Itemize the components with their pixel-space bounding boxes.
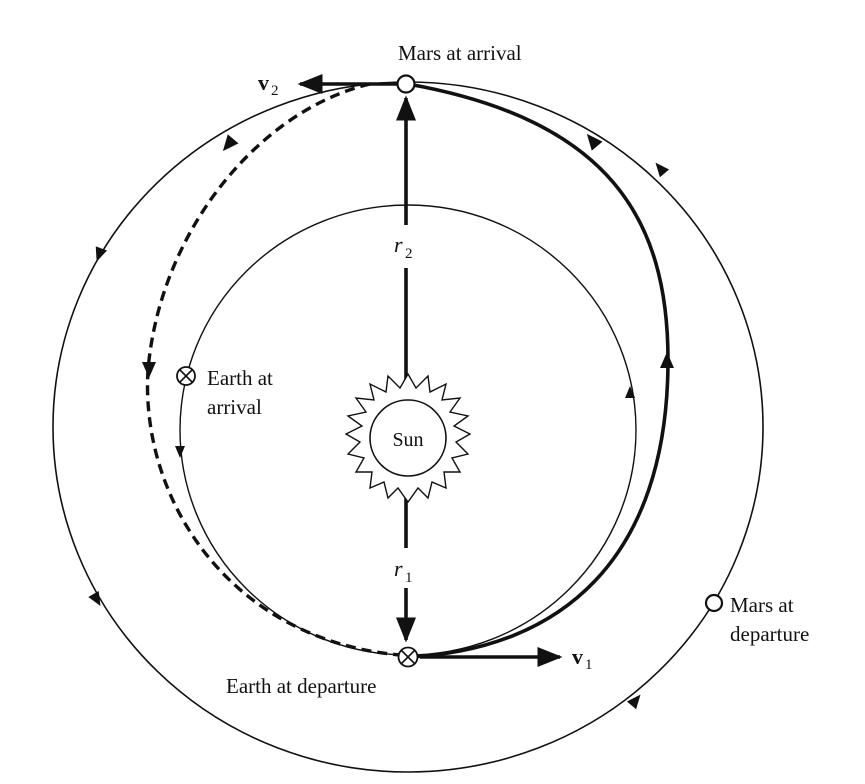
svg-text:1: 1 — [585, 657, 593, 673]
mars-at-arrival-label: Mars at arrival — [398, 41, 522, 65]
mars-at-departure-label-line1: Mars at — [730, 593, 794, 617]
mars-at-departure-label-line2: departure — [730, 622, 809, 646]
earth-orbit-direction-arrows — [175, 386, 635, 458]
svg-text:v: v — [258, 70, 269, 95]
earth-at-departure-marker — [397, 646, 419, 668]
mars-at-departure-marker — [704, 593, 724, 613]
svg-text:r: r — [394, 556, 403, 581]
v1-label: v 1 — [572, 644, 593, 673]
v2-label: v 2 — [258, 70, 279, 99]
svg-text:1: 1 — [405, 570, 413, 586]
earth-at-arrival-label-line1: Earth at — [207, 366, 273, 390]
transfer-orbit-arrows — [586, 133, 674, 368]
dashed-trajectory-arrows — [142, 134, 239, 378]
svg-text:2: 2 — [271, 83, 279, 99]
r1-label: r 1 — [394, 556, 413, 586]
r2-label: r 2 — [394, 232, 413, 262]
svg-text:r: r — [394, 232, 403, 257]
transfer-orbit-path — [407, 82, 670, 659]
sun-disk — [369, 399, 447, 477]
svg-text:v: v — [572, 644, 583, 669]
earth-at-arrival-marker — [176, 366, 196, 386]
sun-label: Sun — [392, 429, 423, 451]
earth-at-departure-label: Earth at departure — [226, 674, 376, 698]
earth-at-arrival-label-line2: arrival — [207, 395, 262, 419]
mars-at-arrival-marker — [396, 74, 416, 94]
mars-orbit-direction-arrows — [88, 162, 670, 710]
svg-text:2: 2 — [405, 246, 413, 262]
